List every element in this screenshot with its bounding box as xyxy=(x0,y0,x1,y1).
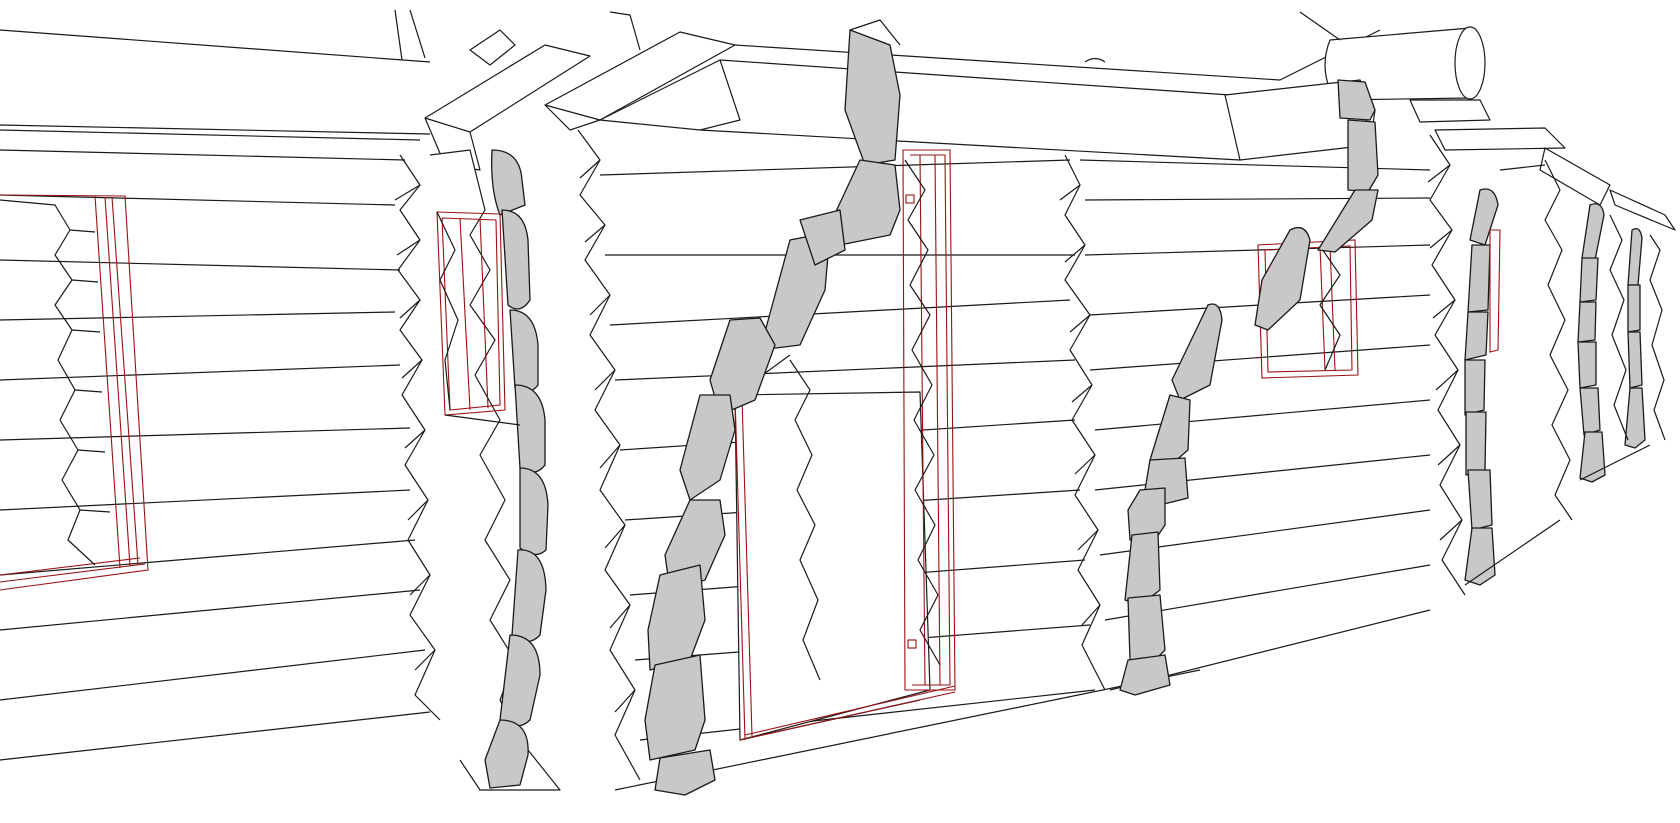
roof-purlins xyxy=(0,9,1676,231)
log-end xyxy=(1577,301,1597,343)
log-end xyxy=(514,384,546,473)
log-end xyxy=(1581,203,1605,261)
door xyxy=(734,149,956,741)
log-end xyxy=(509,309,539,393)
corner-column-1 xyxy=(429,129,641,791)
log-end xyxy=(1627,227,1643,286)
log-end xyxy=(1347,119,1379,193)
log-end xyxy=(1464,359,1486,416)
purlin-4 xyxy=(1434,127,1566,151)
log-end xyxy=(1464,527,1496,586)
top-beam xyxy=(599,59,1241,161)
log-end xyxy=(1464,311,1489,361)
log-end xyxy=(1317,189,1379,253)
log-end xyxy=(484,719,529,789)
log-end xyxy=(644,654,706,761)
log-end xyxy=(1465,411,1487,476)
log-end xyxy=(1127,487,1166,541)
log-end xyxy=(1119,654,1171,696)
log-end xyxy=(664,499,726,591)
purlin-1 xyxy=(424,44,591,133)
corner-column-4 xyxy=(1464,159,1573,586)
log-end xyxy=(799,209,846,266)
log-end xyxy=(1577,341,1597,389)
log-end xyxy=(501,209,531,310)
purlin-5 xyxy=(1539,147,1611,206)
window-2 xyxy=(436,211,521,426)
log-end xyxy=(1254,226,1311,331)
log-end xyxy=(1124,531,1161,606)
log-end xyxy=(1627,284,1641,333)
log-end xyxy=(654,749,716,796)
left-window xyxy=(0,194,149,591)
log-end xyxy=(844,29,901,166)
log-end xyxy=(1127,594,1166,666)
corner-column-2 xyxy=(644,19,901,796)
log-end xyxy=(1579,387,1601,436)
corner-column-5 xyxy=(1577,203,1666,483)
purlin-6 xyxy=(1609,189,1676,231)
left-wall xyxy=(0,149,441,761)
log-end xyxy=(1579,431,1606,483)
corner-column-3 xyxy=(1119,79,1379,696)
log-end xyxy=(511,549,547,643)
log-end xyxy=(647,564,706,671)
log-end xyxy=(519,467,549,556)
log-end xyxy=(1467,469,1493,531)
log-end xyxy=(1469,188,1499,246)
log-end xyxy=(491,149,526,216)
log-end xyxy=(1337,79,1376,121)
log-end xyxy=(1627,331,1643,389)
log-end xyxy=(679,394,736,501)
log-end xyxy=(1579,257,1599,303)
log-end xyxy=(1467,244,1491,313)
log-end xyxy=(1171,303,1223,401)
log-end xyxy=(709,317,776,416)
